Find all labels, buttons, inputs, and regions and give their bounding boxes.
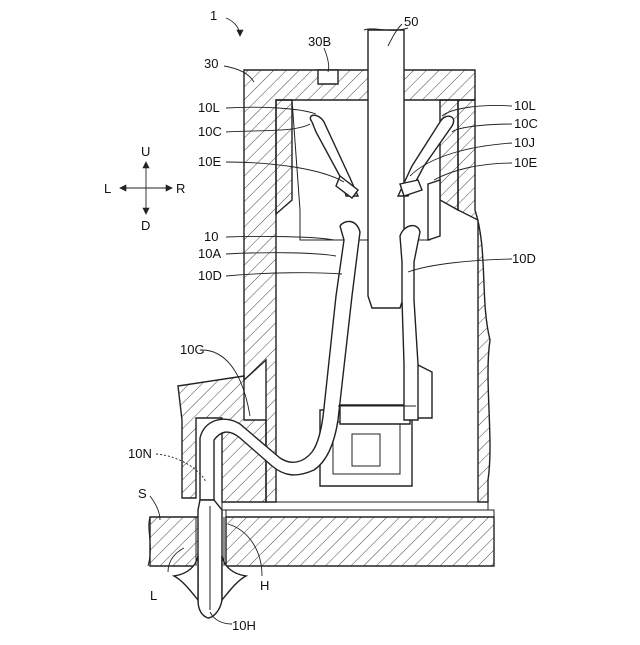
label-10C-left: 10C xyxy=(198,124,222,139)
housing-inner-left-pillar xyxy=(276,100,292,214)
label-S: S xyxy=(138,486,147,501)
substrate-right xyxy=(226,517,494,566)
label-10L-left: 10L xyxy=(198,100,220,115)
label-10E-right: 10E xyxy=(514,155,537,170)
label-L: L xyxy=(150,588,157,603)
label-10A: 10A xyxy=(198,246,221,261)
label-30: 30 xyxy=(204,56,218,71)
label-30B: 30B xyxy=(308,34,331,49)
substrate-left xyxy=(150,517,200,566)
right-upper-holder xyxy=(428,180,440,240)
label-10L-right: 10L xyxy=(514,98,536,113)
label-10: 10 xyxy=(204,229,218,244)
label-50: 50 xyxy=(404,14,418,29)
compass-down: D xyxy=(141,218,150,233)
label-10D-left: 10D xyxy=(198,268,222,283)
label-10J: 10J xyxy=(514,135,535,150)
label-H: H xyxy=(260,578,269,593)
contact-right-main xyxy=(400,226,420,420)
compass-up: U xyxy=(141,144,150,159)
compass-right: R xyxy=(176,181,185,196)
housing-notch-30B xyxy=(318,70,338,84)
label-10H: 10H xyxy=(232,618,256,633)
label-10N: 10N xyxy=(128,446,152,461)
board-top-strip xyxy=(226,510,494,517)
housing-floor xyxy=(222,502,488,510)
label-10G: 10G xyxy=(180,342,205,357)
label-10D-right: 10D xyxy=(512,251,536,266)
label-10E-left: 10E xyxy=(198,154,221,169)
latch-top xyxy=(340,405,410,424)
pin-50 xyxy=(368,30,404,308)
housing-top-right xyxy=(403,70,475,100)
label-10C-right: 10C xyxy=(514,116,538,131)
compass-left: L xyxy=(104,181,111,196)
housing-right-wall xyxy=(458,100,490,502)
label-1: 1 xyxy=(210,8,217,23)
direction-compass: U D L R xyxy=(104,144,185,233)
